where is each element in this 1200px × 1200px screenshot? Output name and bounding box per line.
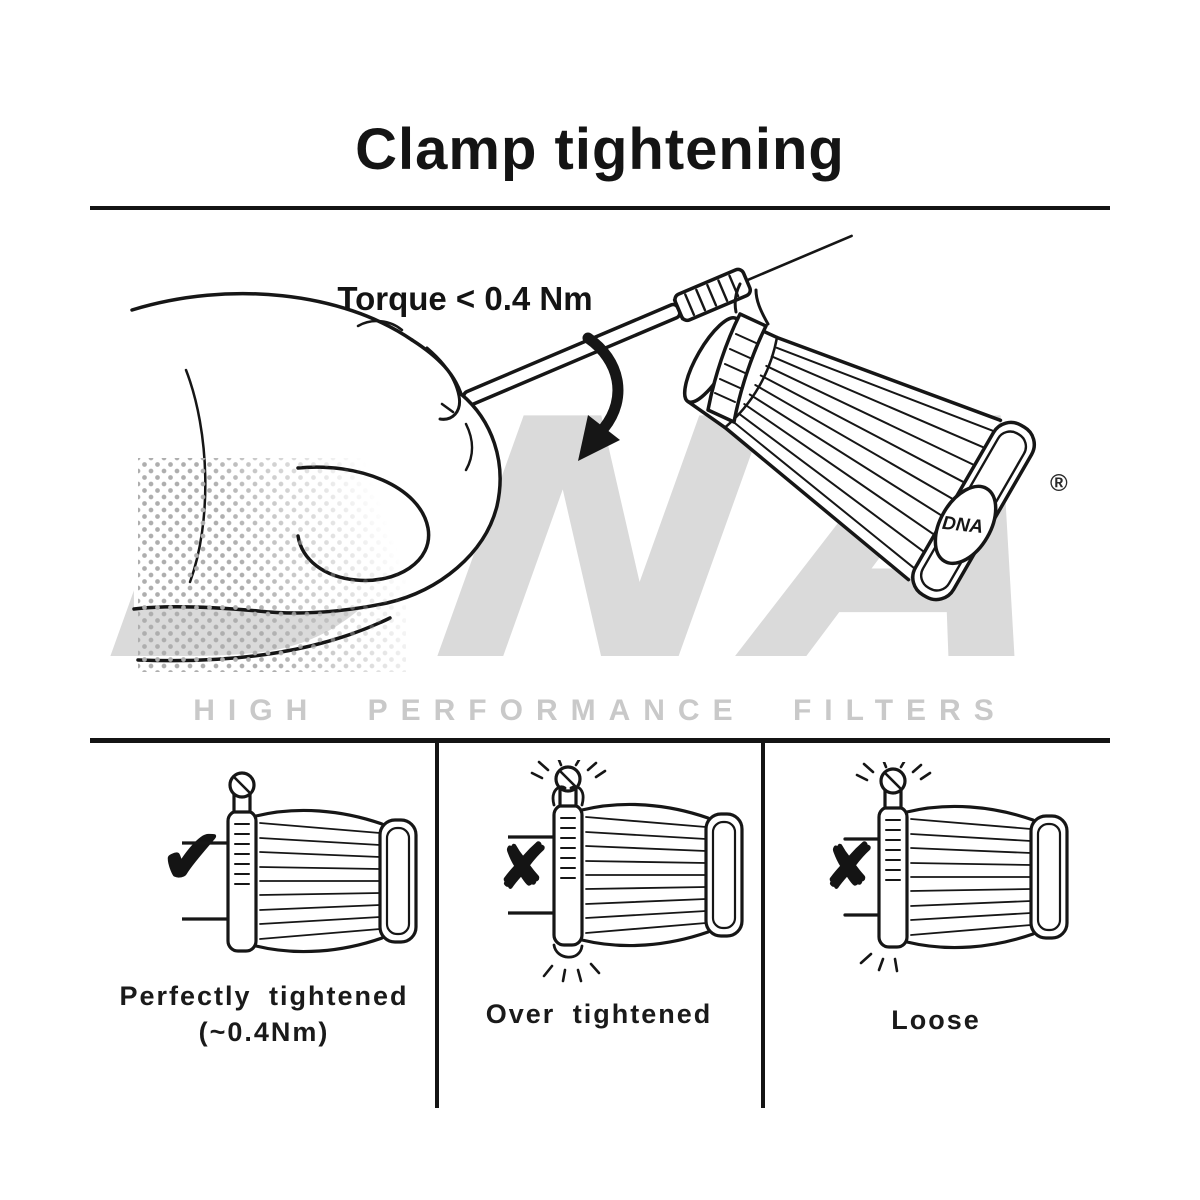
- caption-line-1: Perfectly tightened: [119, 981, 409, 1011]
- air-filter-drawing: DNA: [682, 316, 1037, 602]
- rotation-arrow-icon: [578, 332, 624, 461]
- cap-logo: DNA: [941, 513, 984, 538]
- filter-loose-illustration: [843, 762, 1069, 973]
- cross-icon-loose: ✘: [823, 833, 875, 902]
- watermark-tagline: HIGH PERFORMANCE FILTERS: [193, 694, 1007, 727]
- filter-overtightened-illustration: [508, 760, 744, 983]
- shake-lines-top: [855, 762, 932, 782]
- caption-line-2: (~0.4Nm): [198, 1017, 330, 1047]
- index-finger-line: [425, 346, 462, 421]
- hose-clamp-drawing: [706, 282, 770, 424]
- panel-divider-2: [761, 743, 765, 1108]
- clamp-band-tail: [745, 234, 853, 282]
- bottom-divider: [90, 738, 1110, 743]
- cross-icon-over: ✘: [497, 833, 549, 902]
- panel-divider-1: [435, 743, 439, 1108]
- main-illustration: DNA: [130, 234, 1037, 663]
- hand-drawing: [130, 291, 502, 663]
- stress-lines-top: [530, 760, 607, 780]
- filter-pleats: [732, 346, 994, 569]
- clamp-band: [226, 809, 258, 953]
- page-title: Clamp tightening: [355, 117, 845, 182]
- filter-perfect-illustration: [182, 771, 418, 954]
- panel-caption-perfect: Perfectly tightened (~0.4Nm): [92, 978, 436, 1050]
- registered-mark: ®: [1050, 470, 1068, 497]
- end-cap: [378, 818, 418, 944]
- top-divider: [90, 206, 1110, 210]
- stress-lines-bottom: [542, 962, 601, 983]
- cap-logo-oval: [933, 484, 998, 566]
- check-icon: ✔: [160, 815, 224, 900]
- shake-lines-bottom: [859, 952, 899, 973]
- pinch-bulges: [551, 785, 585, 959]
- mount-tube-lines: [182, 841, 230, 921]
- panel-caption-overtightened: Over tightened: [485, 999, 713, 1029]
- torque-label: Torque < 0.4 Nm: [337, 280, 593, 317]
- panel-caption-loose: Loose: [891, 1005, 981, 1035]
